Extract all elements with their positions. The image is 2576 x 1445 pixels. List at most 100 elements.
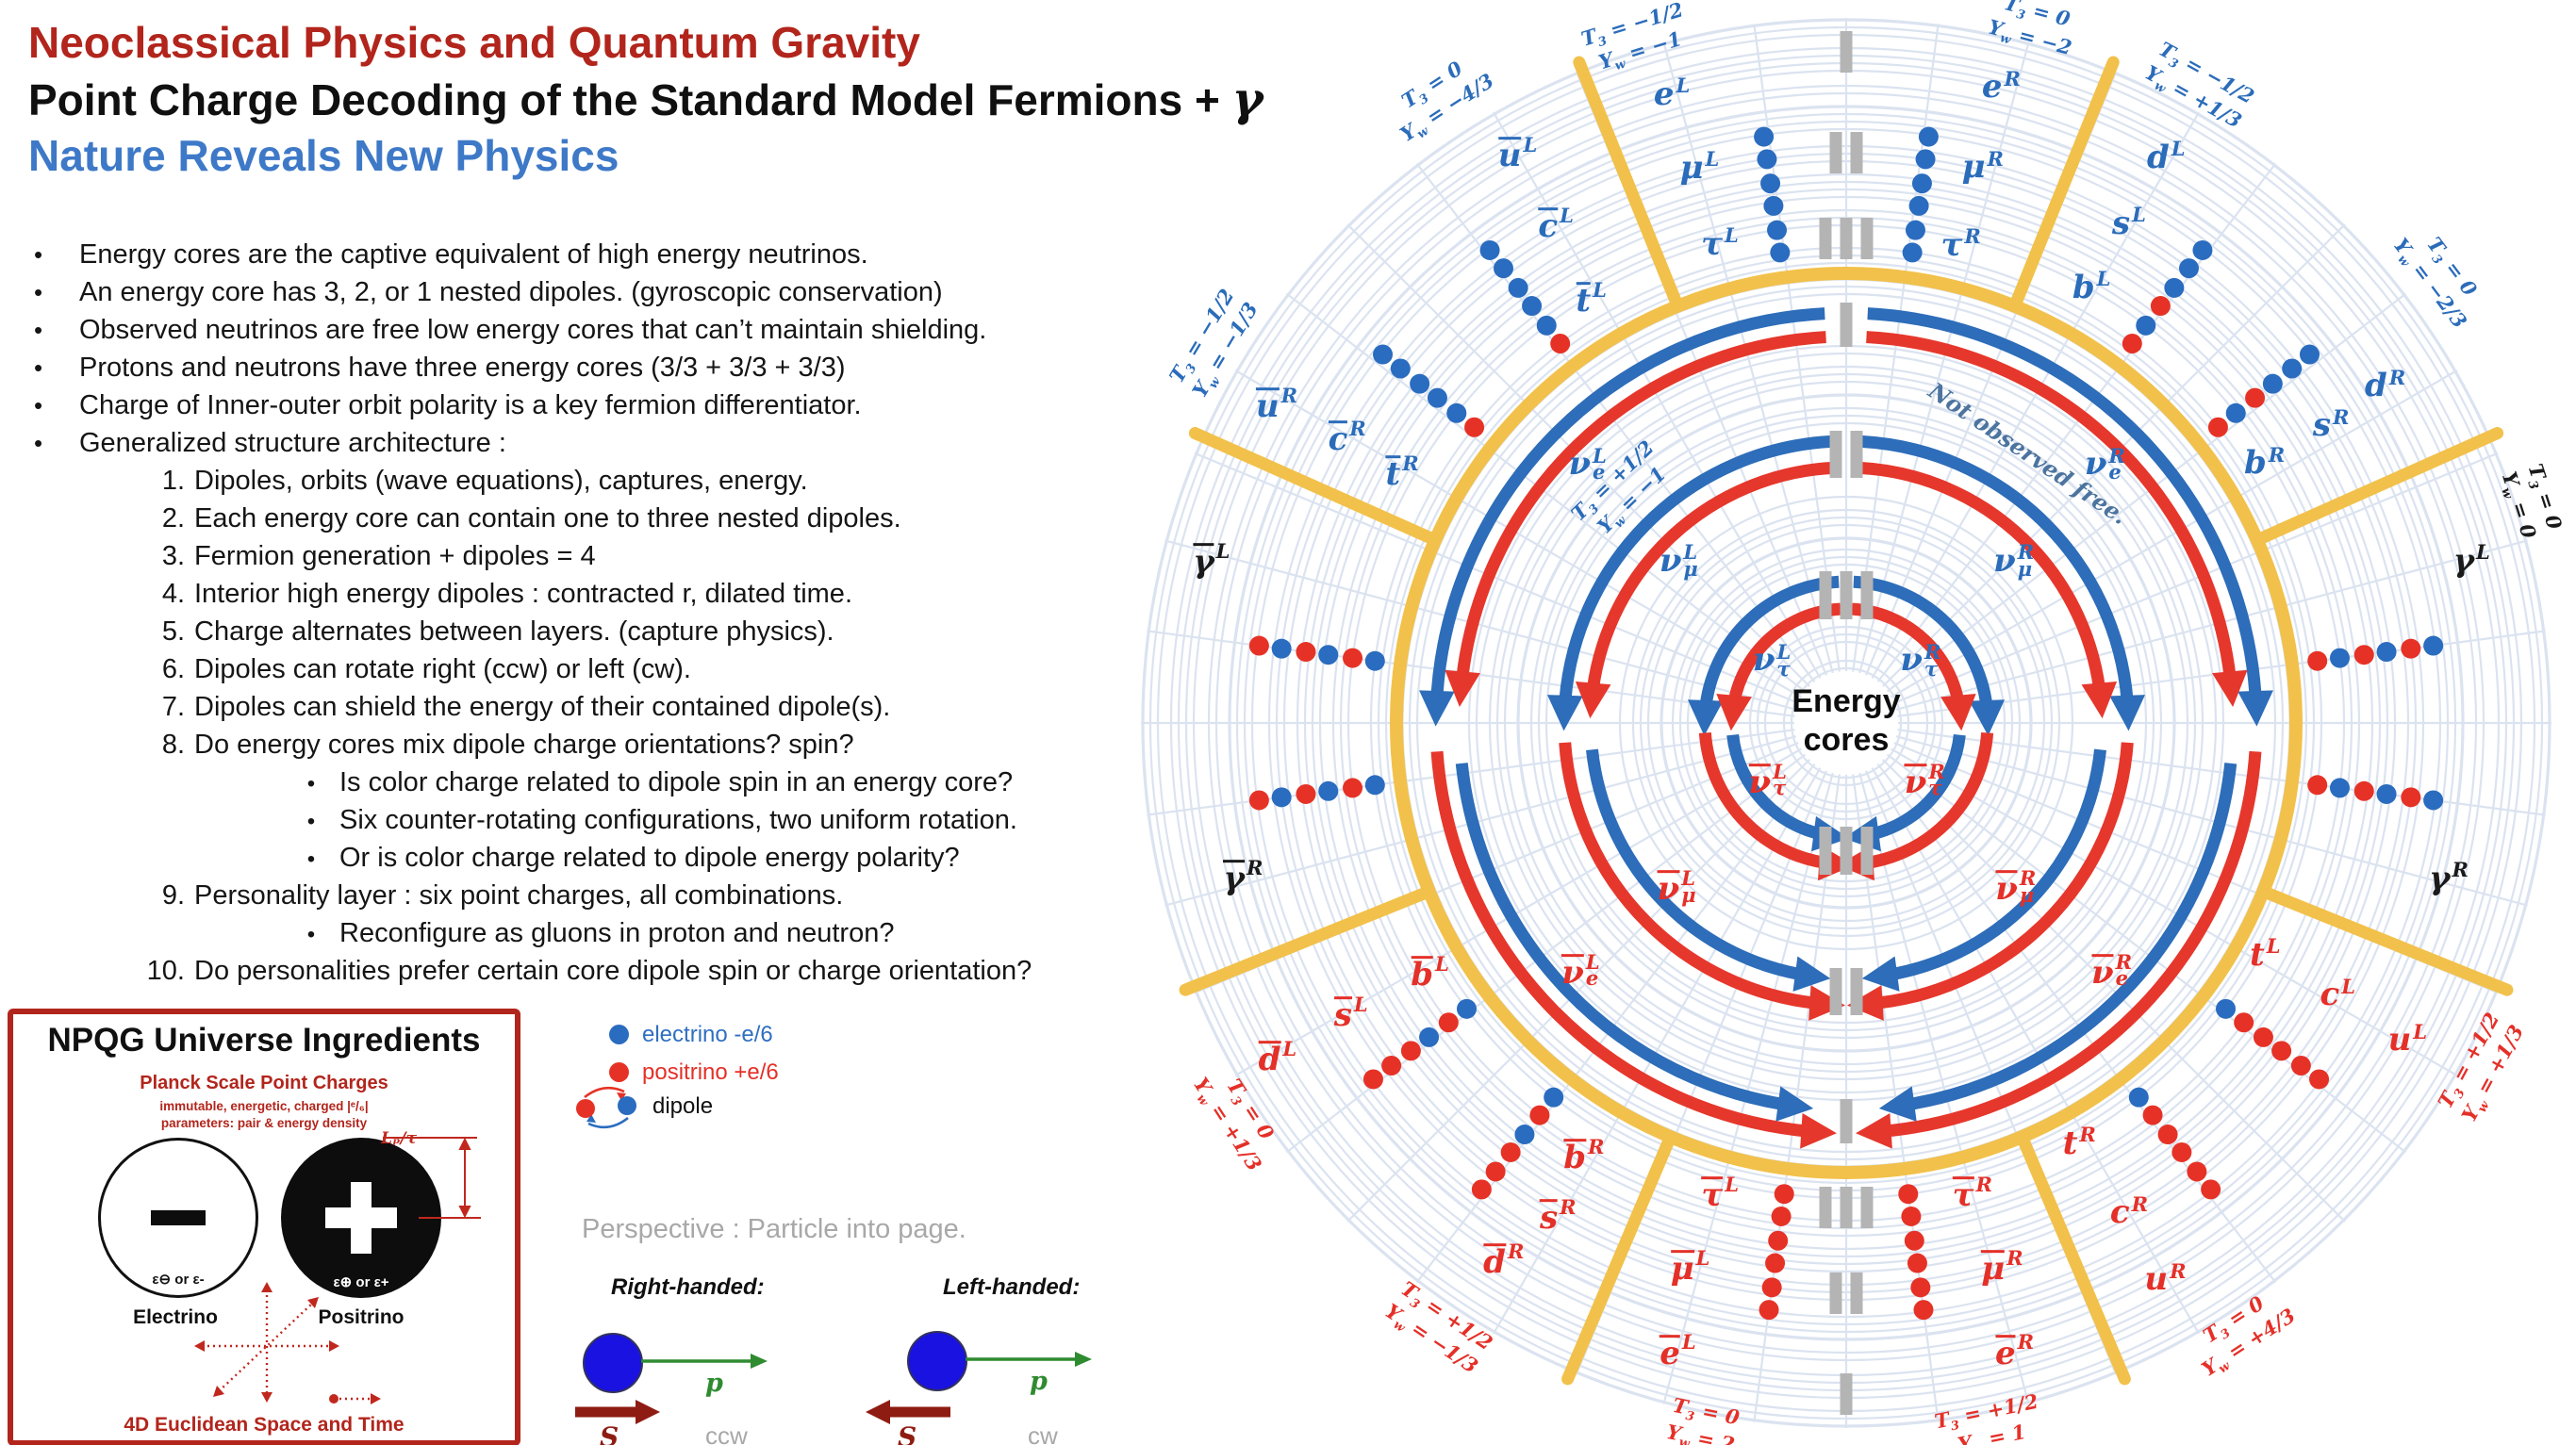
- point-charge-dot: [1913, 1300, 1934, 1321]
- electrino-symbol-circle: ε⊖ or ε-: [98, 1138, 258, 1298]
- point-charge-dot: [2128, 1087, 2149, 1108]
- point-charge-dot: [1427, 387, 1447, 408]
- point-charge-dot: [1902, 242, 1923, 263]
- grid-radial-line: [1858, 772, 2030, 1404]
- point-charge-dot: [2401, 787, 2421, 808]
- point-charge-dot: [1910, 1277, 1931, 1298]
- point-charge-dot: [1529, 1105, 1550, 1125]
- point-charge-dot: [1901, 1206, 1922, 1226]
- point-charge-dot: [1761, 1277, 1782, 1298]
- point-charge-dot: [1508, 277, 1528, 298]
- positrino-dot-icon: [609, 1062, 629, 1082]
- point-charge-dot: [2150, 296, 2171, 317]
- dipole-arc: [1858, 461, 2118, 719]
- dipole-arc: [1860, 435, 2145, 731]
- point-charge-dot: [1364, 650, 1385, 671]
- npqg-ingredients-box: NPQG Universe Ingredients Planck Scale P…: [8, 1009, 520, 1445]
- sub-bullet-item: •Or is color charge related to dipole en…: [306, 843, 960, 873]
- point-charge-dot: [1373, 344, 1394, 365]
- point-charge-dot: [1514, 1125, 1535, 1145]
- point-charge-dot: [1763, 195, 1784, 216]
- dipole-arc: [1853, 575, 2006, 736]
- ring-generation-marker: [1829, 968, 1863, 1015]
- sector-spoke: [2254, 427, 2504, 546]
- dipole-arc: [1851, 602, 1976, 731]
- point-charge-dot: [2290, 1055, 2311, 1076]
- point-charge-dot: [2142, 1105, 2163, 1125]
- point-charge-dot: [2376, 642, 2397, 663]
- point-charge-dot: [2299, 344, 2320, 365]
- point-charge-dot: [1343, 778, 1363, 798]
- dipole-arc: [1575, 461, 1834, 719]
- grid-radial-line: [1285, 292, 1807, 693]
- spin-label-right: S: [600, 1421, 619, 1445]
- grid-radial-line: [1493, 111, 1822, 679]
- point-charge-dot: [1248, 790, 1269, 811]
- point-charge-dot: [2353, 780, 2374, 801]
- electrino-charge-label: ε⊖ or ε-: [152, 1272, 205, 1288]
- ring-generation-marker: [1829, 431, 1863, 478]
- planck-length-label: Lₚ/τ: [381, 1129, 418, 1148]
- dipole-arc: [1716, 602, 1841, 731]
- sector-generation-numeral: [1840, 1373, 1853, 1415]
- grid-radial-line: [1234, 369, 1802, 698]
- sector-generation-numeral: [1829, 132, 1863, 173]
- point-charge-dot: [2178, 258, 2199, 279]
- positrino-symbol-circle: ε⊕ or ε+: [281, 1138, 441, 1298]
- left-handed-particle-ball: [907, 1331, 967, 1391]
- space-time-caption: 4D Euclidean Space and Time: [124, 1414, 405, 1436]
- point-charge-dot: [2282, 358, 2303, 379]
- point-charge-dot: [2187, 1161, 2207, 1182]
- numbered-item: 1.Dipoles, orbits (wave equations), capt…: [161, 466, 808, 496]
- isospin-hypercharge-label: T3 = +1/2Yw = 1: [1932, 1388, 2040, 1445]
- point-charge-dot: [2201, 1179, 2221, 1200]
- rotation-cw-label: cw: [1028, 1421, 1058, 1445]
- point-charge-dot: [2171, 1141, 2192, 1162]
- grid-radial-line: [1871, 111, 2200, 679]
- grid-radial-line: [1346, 759, 1810, 1223]
- point-charge-dot: [1771, 1206, 1792, 1226]
- grid-radial-line: [1662, 772, 1834, 1404]
- 4d-axes-icon: [194, 1282, 339, 1403]
- grid-radial-line: [1882, 223, 2346, 687]
- point-charge-dot: [1494, 258, 1514, 279]
- electrino-name: Electrino: [133, 1306, 218, 1328]
- point-charge-dot: [1759, 1300, 1779, 1321]
- bullet-item: •An energy core has 3, 2, or 1 nested di…: [34, 277, 943, 307]
- point-charge-dot: [1522, 296, 1543, 317]
- point-charge-dot: [2329, 778, 2350, 798]
- grid-radial-line: [1662, 41, 1834, 674]
- sub-bullet-item: •Reconfigure as gluons in proton and neu…: [306, 918, 895, 948]
- point-charge-dot: [1296, 642, 1316, 663]
- momentum-spin-arrows: [575, 1352, 1092, 1424]
- point-charge-dot: [1446, 402, 1467, 423]
- numbered-item: 8.Do energy cores mix dipole charge orie…: [161, 730, 854, 760]
- point-charge-dot: [2157, 1125, 2178, 1145]
- legend-positrino: positrino +e/6: [609, 1059, 779, 1086]
- dipole-icon: [576, 1086, 636, 1129]
- numbered-item: 4.Interior high energy dipoles : contrac…: [161, 579, 852, 609]
